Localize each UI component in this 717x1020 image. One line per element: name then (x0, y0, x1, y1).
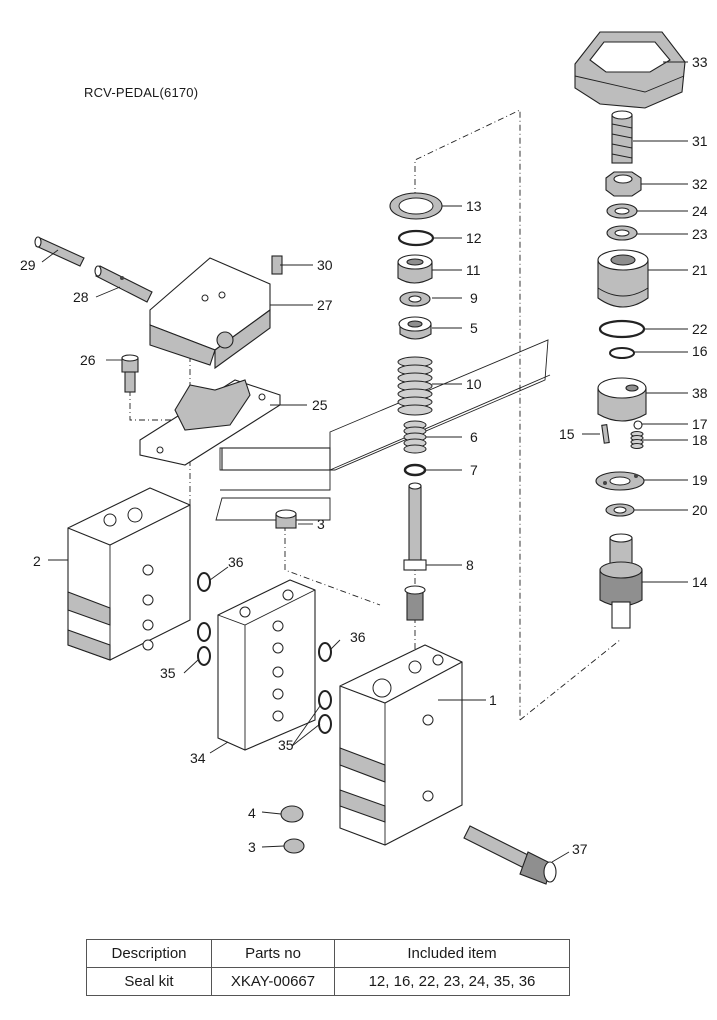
callout-22: 22 (692, 321, 708, 337)
part-38-body (597, 377, 647, 422)
callout-9: 9 (470, 290, 478, 306)
callout-33: 33 (692, 54, 708, 70)
assembly-line-plug (284, 525, 381, 606)
part-22-oring (598, 319, 646, 339)
callout-27: 27 (317, 297, 333, 313)
part-31-rod (611, 110, 633, 164)
part-8-spool (403, 482, 427, 621)
callout-2: 2 (33, 553, 41, 569)
part-20-ring (605, 503, 635, 517)
callout-31: 31 (692, 133, 708, 149)
part-29-pin (34, 236, 85, 267)
callout-24: 24 (692, 203, 708, 219)
callout-4: 4 (248, 805, 256, 821)
part-1-body (339, 644, 463, 846)
callout-32: 32 (692, 176, 708, 192)
callout-11: 11 (466, 262, 481, 278)
part-19-plate (595, 471, 645, 491)
callout-19: 19 (692, 472, 708, 488)
callout-26: 26 (80, 352, 96, 368)
callout-3-bottom: 3 (248, 839, 256, 855)
callout-20: 20 (692, 502, 708, 518)
callout-14: 14 (692, 574, 708, 590)
callout-34: 34 (190, 750, 206, 766)
part-21-plug (597, 249, 649, 308)
callout-7: 7 (470, 462, 478, 478)
callout-13: 13 (466, 198, 482, 214)
part-26-bolt (121, 354, 139, 393)
part-10-spring (397, 356, 433, 416)
part-33-boot (574, 31, 686, 109)
part-23-ring (606, 225, 638, 241)
callout-5: 5 (470, 320, 478, 336)
callout-25: 25 (312, 397, 328, 413)
callout-labels: 1 2 3 3 4 5 6 7 8 9 10 11 12 13 14 15 16… (20, 54, 708, 857)
callout-3-top: 3 (317, 516, 325, 532)
callout-35-right: 35 (278, 737, 294, 753)
part-14-plunger (599, 533, 643, 629)
part-5-seat (398, 316, 432, 340)
part-7-washer (403, 463, 427, 477)
part-15-pin (601, 424, 610, 444)
callout-12: 12 (466, 230, 482, 246)
column-header-parts-no: Parts no (211, 939, 335, 968)
part-24-ring (606, 203, 638, 219)
part-12-oring (397, 229, 435, 247)
part-9-washer (399, 291, 431, 307)
column-header-description: Description (86, 939, 212, 968)
part-25-base (139, 379, 281, 466)
callout-6: 6 (470, 429, 478, 445)
table-row: Seal kit XKAY-00667 12, 16, 22, 23, 24, … (86, 967, 570, 996)
part-27-bracket (149, 257, 271, 370)
assembly-direction-arrow (215, 339, 551, 521)
callout-18: 18 (692, 432, 708, 448)
o-rings-35-36 (197, 572, 332, 734)
cell-included-item: 12, 16, 22, 23, 24, 35, 36 (334, 967, 570, 996)
callout-10: 10 (466, 376, 482, 392)
part-3-plug-bottom (283, 838, 305, 854)
callout-36-right: 36 (350, 629, 366, 645)
part-3-plug-top (275, 509, 297, 529)
callout-17: 17 (692, 416, 708, 432)
part-6-spring (403, 420, 427, 454)
callout-29: 29 (20, 257, 36, 273)
assembly-line-right (519, 639, 621, 721)
callout-35-left: 35 (160, 665, 176, 681)
callout-21: 21 (692, 262, 708, 278)
diagram-title: RCV-PEDAL(6170) (84, 85, 199, 100)
part-16-oring (609, 347, 635, 359)
callout-1: 1 (489, 692, 497, 708)
callout-30: 30 (317, 257, 333, 273)
column-header-included-item: Included item (334, 939, 570, 968)
part-28-pin (94, 265, 153, 303)
part-32-nut (605, 171, 642, 197)
callout-38: 38 (692, 385, 708, 401)
part-11-guide (397, 254, 433, 284)
callout-36-left: 36 (228, 554, 244, 570)
callout-leaders (41, 61, 688, 863)
callout-8: 8 (466, 557, 474, 573)
assembly-line-bolt (129, 390, 180, 421)
callout-15: 15 (559, 426, 575, 442)
part-13-ring (389, 192, 443, 220)
part-34-plate (217, 579, 316, 751)
callout-16: 16 (692, 343, 708, 359)
part-4-plug (280, 805, 304, 823)
part-18-spring (630, 431, 644, 449)
callout-37: 37 (572, 841, 588, 857)
cell-parts-no: XKAY-00667 (211, 967, 335, 996)
part-17-ball (633, 420, 643, 430)
part-37-bolt (463, 825, 557, 885)
part-2-block (67, 487, 191, 661)
assembly-line-main (414, 109, 521, 720)
cell-description: Seal kit (86, 967, 212, 996)
callout-23: 23 (692, 226, 708, 242)
table-header-row: Description Parts no Included item (86, 939, 570, 968)
callout-28: 28 (73, 289, 89, 305)
seal-kit-table: Description Parts no Included item Seal … (86, 939, 570, 996)
